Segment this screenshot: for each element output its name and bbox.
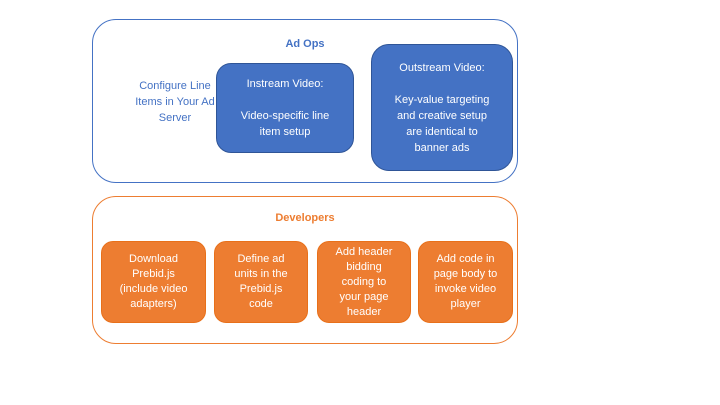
ad-ops-panel: Ad Ops Configure Line Items in Your Ad S… bbox=[92, 19, 518, 183]
instream-video-box: Instream Video: Video-specific line item… bbox=[216, 63, 354, 153]
instream-video-title: Instream Video: bbox=[246, 78, 324, 90]
step-box-header-bidding-code: Add header bidding coding to your page h… bbox=[317, 241, 411, 323]
outstream-video-body: Key-value targeting and creative setup a… bbox=[394, 93, 490, 154]
step-box-download-prebid: Download Prebid.js (include video adapte… bbox=[101, 241, 206, 323]
instream-video-body: Video-specific line item setup bbox=[240, 110, 330, 138]
configure-line-items-note: Configure Line Items in Your Ad Server bbox=[135, 80, 215, 124]
step-box-invoke-video-player: Add code in page body to invoke video pl… bbox=[418, 241, 513, 323]
outstream-video-title: Outstream Video: bbox=[399, 61, 485, 74]
developers-panel: Developers Download Prebid.js (include v… bbox=[92, 196, 518, 344]
ad-ops-title: Ad Ops bbox=[285, 38, 325, 50]
developers-title: Developers bbox=[275, 212, 335, 224]
step-box-define-ad-units: Define ad units in the Prebid.js code bbox=[214, 241, 308, 323]
outstream-video-box: Outstream Video: Key-value targeting and… bbox=[371, 44, 513, 171]
